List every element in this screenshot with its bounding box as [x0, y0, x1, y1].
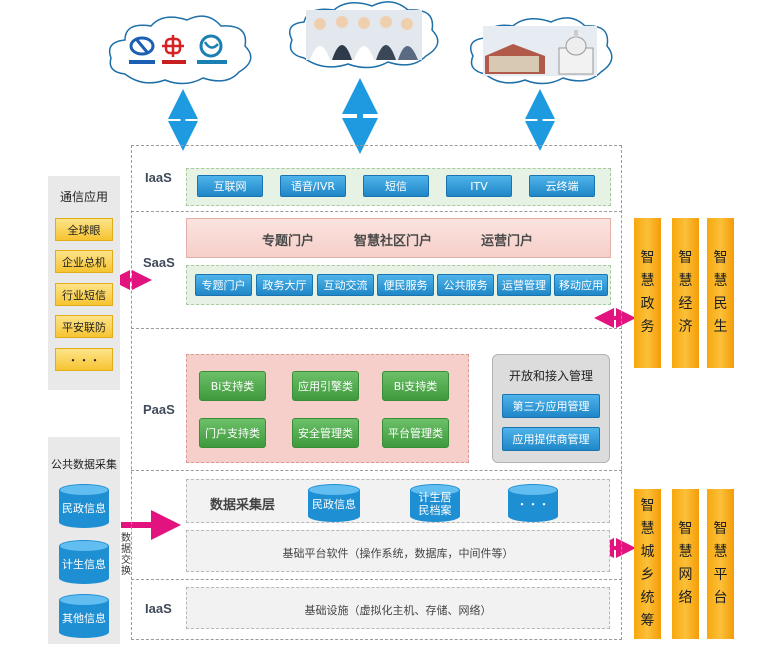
infrastructure-strip [186, 587, 610, 629]
comm-item-safety-joint[interactable]: 平安联防 [55, 315, 113, 338]
saas-portal-operation[interactable]: 运营门户 [481, 234, 534, 249]
paas-item-bi-support-1[interactable]: Bi支持类 [199, 371, 266, 401]
smart-government-column[interactable]: 智慧政务 [634, 218, 661, 368]
smart-economy-column[interactable]: 智慧经济 [672, 218, 699, 368]
paas-item-portal-support[interactable]: 门户支持类 [199, 418, 266, 448]
smart-urban-rural-column[interactable]: 智慧城乡统筹 [634, 489, 661, 639]
saas-item-public-service[interactable]: 公共服务 [437, 274, 494, 296]
cloud-government-building [465, 14, 615, 88]
saas-item-convenience[interactable]: 便民服务 [377, 274, 434, 296]
smart-col-text: 智慧政务 [640, 250, 655, 335]
layer-divider [131, 211, 622, 212]
smart-livelihood-column[interactable]: 智慧民生 [707, 218, 734, 368]
app-provider-mgmt-button[interactable]: 应用提供商管理 [502, 427, 600, 451]
smart-col-text: 智慧城乡统筹 [640, 498, 655, 629]
cloud-telecom-operators [103, 12, 258, 88]
data-collection-title: 数据采集层 [210, 498, 276, 513]
architecture-frame [131, 145, 622, 640]
smart-col-text: 智慧平台 [713, 521, 728, 606]
public-db-civil-affairs: 民政信息 [59, 484, 109, 528]
saas-portal-smart-community[interactable]: 智慧社区门户 [354, 234, 433, 249]
db-civil-affairs-label: 民政信息 [312, 498, 356, 511]
iaas-item-cloud-terminal[interactable]: 云终端 [529, 175, 595, 197]
paas-item-bi-support-2[interactable]: Bi支持类 [382, 371, 449, 401]
layer-label-paas: PaaS [143, 402, 175, 417]
iaas-item-sms[interactable]: 短信 [363, 175, 429, 197]
comm-item-enterprise-switchboard[interactable]: 企业总机 [55, 250, 113, 273]
access-management-title: 开放和接入管理 [508, 369, 593, 383]
smart-platform-column[interactable]: 智慧平台 [707, 489, 734, 639]
smart-col-text: 智慧经济 [678, 250, 693, 335]
layer-divider [131, 470, 622, 471]
public-data-title: 公共数据采集 [51, 458, 117, 471]
iaas-item-voice-ivr[interactable]: 语音/IVR [280, 175, 346, 197]
cloud-people [284, 0, 444, 72]
layer-label-iaas-bottom: IaaS [145, 601, 172, 616]
building-photo-icon [483, 26, 597, 76]
base-software-text: 基础平台软件（操作系统，数据库，中间件等） [282, 547, 514, 560]
comm-item-industry-sms[interactable]: 行业短信 [55, 283, 113, 306]
saas-portals-box [186, 218, 611, 258]
saas-item-gov-hall[interactable]: 政务大厅 [256, 274, 313, 296]
saas-item-topic-portal[interactable]: 专题门户 [195, 274, 252, 296]
public-db-civil-affairs-label: 民政信息 [62, 502, 106, 515]
infrastructure-text: 基础设施（虚拟化主机、存储、网络） [304, 604, 492, 617]
comm-item-more[interactable]: ・・・ [55, 348, 113, 371]
smart-col-text: 智慧民生 [713, 250, 728, 335]
layer-divider [131, 328, 622, 329]
comm-item-global-eye[interactable]: 全球眼 [55, 218, 113, 241]
paas-item-security-mgmt[interactable]: 安全管理类 [292, 418, 359, 448]
db-family-planning: 计生居 民档案 [410, 484, 460, 522]
db-family-planning-label: 计生居 民档案 [418, 491, 452, 517]
smart-col-text: 智慧网络 [678, 521, 693, 606]
public-db-family-planning: 计生信息 [59, 540, 109, 584]
db-more: ・・・ [508, 484, 558, 522]
people-photo-icon [306, 10, 422, 60]
paas-item-platform-mgmt[interactable]: 平台管理类 [382, 418, 449, 448]
paas-item-app-engine[interactable]: 应用引擎类 [292, 371, 359, 401]
communication-apps-title: 通信应用 [59, 190, 108, 204]
saas-item-interaction[interactable]: 互动交流 [317, 274, 374, 296]
public-db-other-label: 其他信息 [62, 612, 106, 625]
db-civil-affairs: 民政信息 [308, 484, 360, 522]
iaas-item-itv[interactable]: ITV [446, 175, 512, 197]
saas-item-mobile-app[interactable]: 移动应用 [554, 274, 608, 296]
saas-item-operation-mgmt[interactable]: 运营管理 [497, 274, 551, 296]
layer-divider [131, 579, 622, 580]
base-software-strip [186, 530, 610, 572]
db-more-label: ・・・ [516, 498, 550, 511]
iaas-item-internet[interactable]: 互联网 [197, 175, 263, 197]
layer-label-saas: SaaS [143, 255, 175, 270]
smart-network-column[interactable]: 智慧网络 [672, 489, 699, 639]
public-db-other: 其他信息 [59, 594, 109, 638]
public-db-family-planning-label: 计生信息 [62, 558, 106, 571]
data-exchange-label: 数据交换 [121, 533, 131, 577]
layer-label-iaas-top: IaaS [145, 170, 172, 185]
third-party-app-mgmt-button[interactable]: 第三方应用管理 [502, 394, 600, 418]
carrier-logos-icon [129, 34, 227, 64]
saas-portal-topic[interactable]: 专题门户 [262, 234, 315, 249]
